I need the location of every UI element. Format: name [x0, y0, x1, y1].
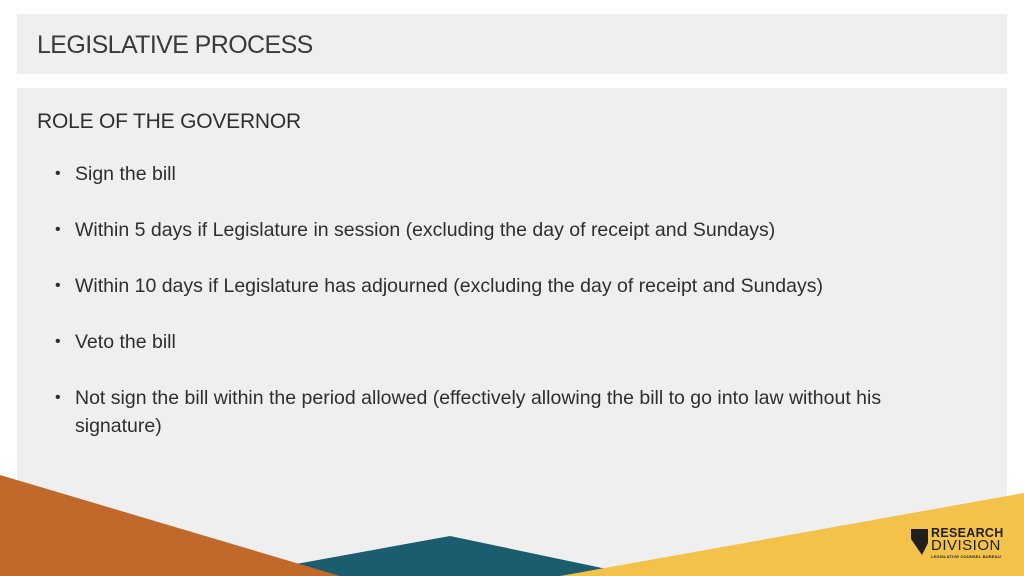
bullet-text: Within 10 days if Legislature has adjour… — [75, 275, 823, 297]
section-heading: ROLE OF THE GOVERNOR — [37, 110, 301, 133]
bullet-icon: • — [55, 389, 61, 406]
bullet-text: Sign the bill — [75, 163, 176, 185]
bullet-item: • Within 5 days if Legislature in sessio… — [55, 216, 965, 244]
bullet-icon: • — [55, 277, 61, 294]
research-division-logo: RESEARCH DIVISION LEGISLATIVE COUNSEL BU… — [911, 526, 1011, 562]
bullet-item: • Veto the bill — [55, 328, 965, 356]
bullet-item: • Not sign the bill within the period al… — [55, 384, 965, 440]
bullet-item: • Within 10 days if Legislature has adjo… — [55, 272, 965, 300]
logo-research-text: RESEARCH — [931, 526, 1004, 540]
bullet-text: Veto the bill — [75, 331, 176, 353]
bullet-text: Not sign the bill within the period allo… — [75, 387, 882, 437]
bullet-item: • Sign the bill — [55, 160, 965, 188]
nevada-state-icon — [911, 529, 928, 555]
bullet-icon: • — [55, 221, 61, 238]
title-bar: LEGISLATIVE PROCESS — [17, 14, 1007, 74]
content-panel: ROLE OF THE GOVERNOR • Sign the bill • W… — [17, 88, 1007, 576]
bullet-list: • Sign the bill • Within 5 days if Legis… — [55, 160, 965, 468]
logo-division-text: DIVISION — [931, 537, 1001, 554]
bullet-icon: • — [55, 165, 61, 182]
logo-subtitle-text: LEGISLATIVE COUNSEL BUREAU — [931, 554, 1001, 559]
slide-title: LEGISLATIVE PROCESS — [37, 31, 313, 59]
bullet-text: Within 5 days if Legislature in session … — [75, 219, 776, 241]
bullet-icon: • — [55, 333, 61, 350]
